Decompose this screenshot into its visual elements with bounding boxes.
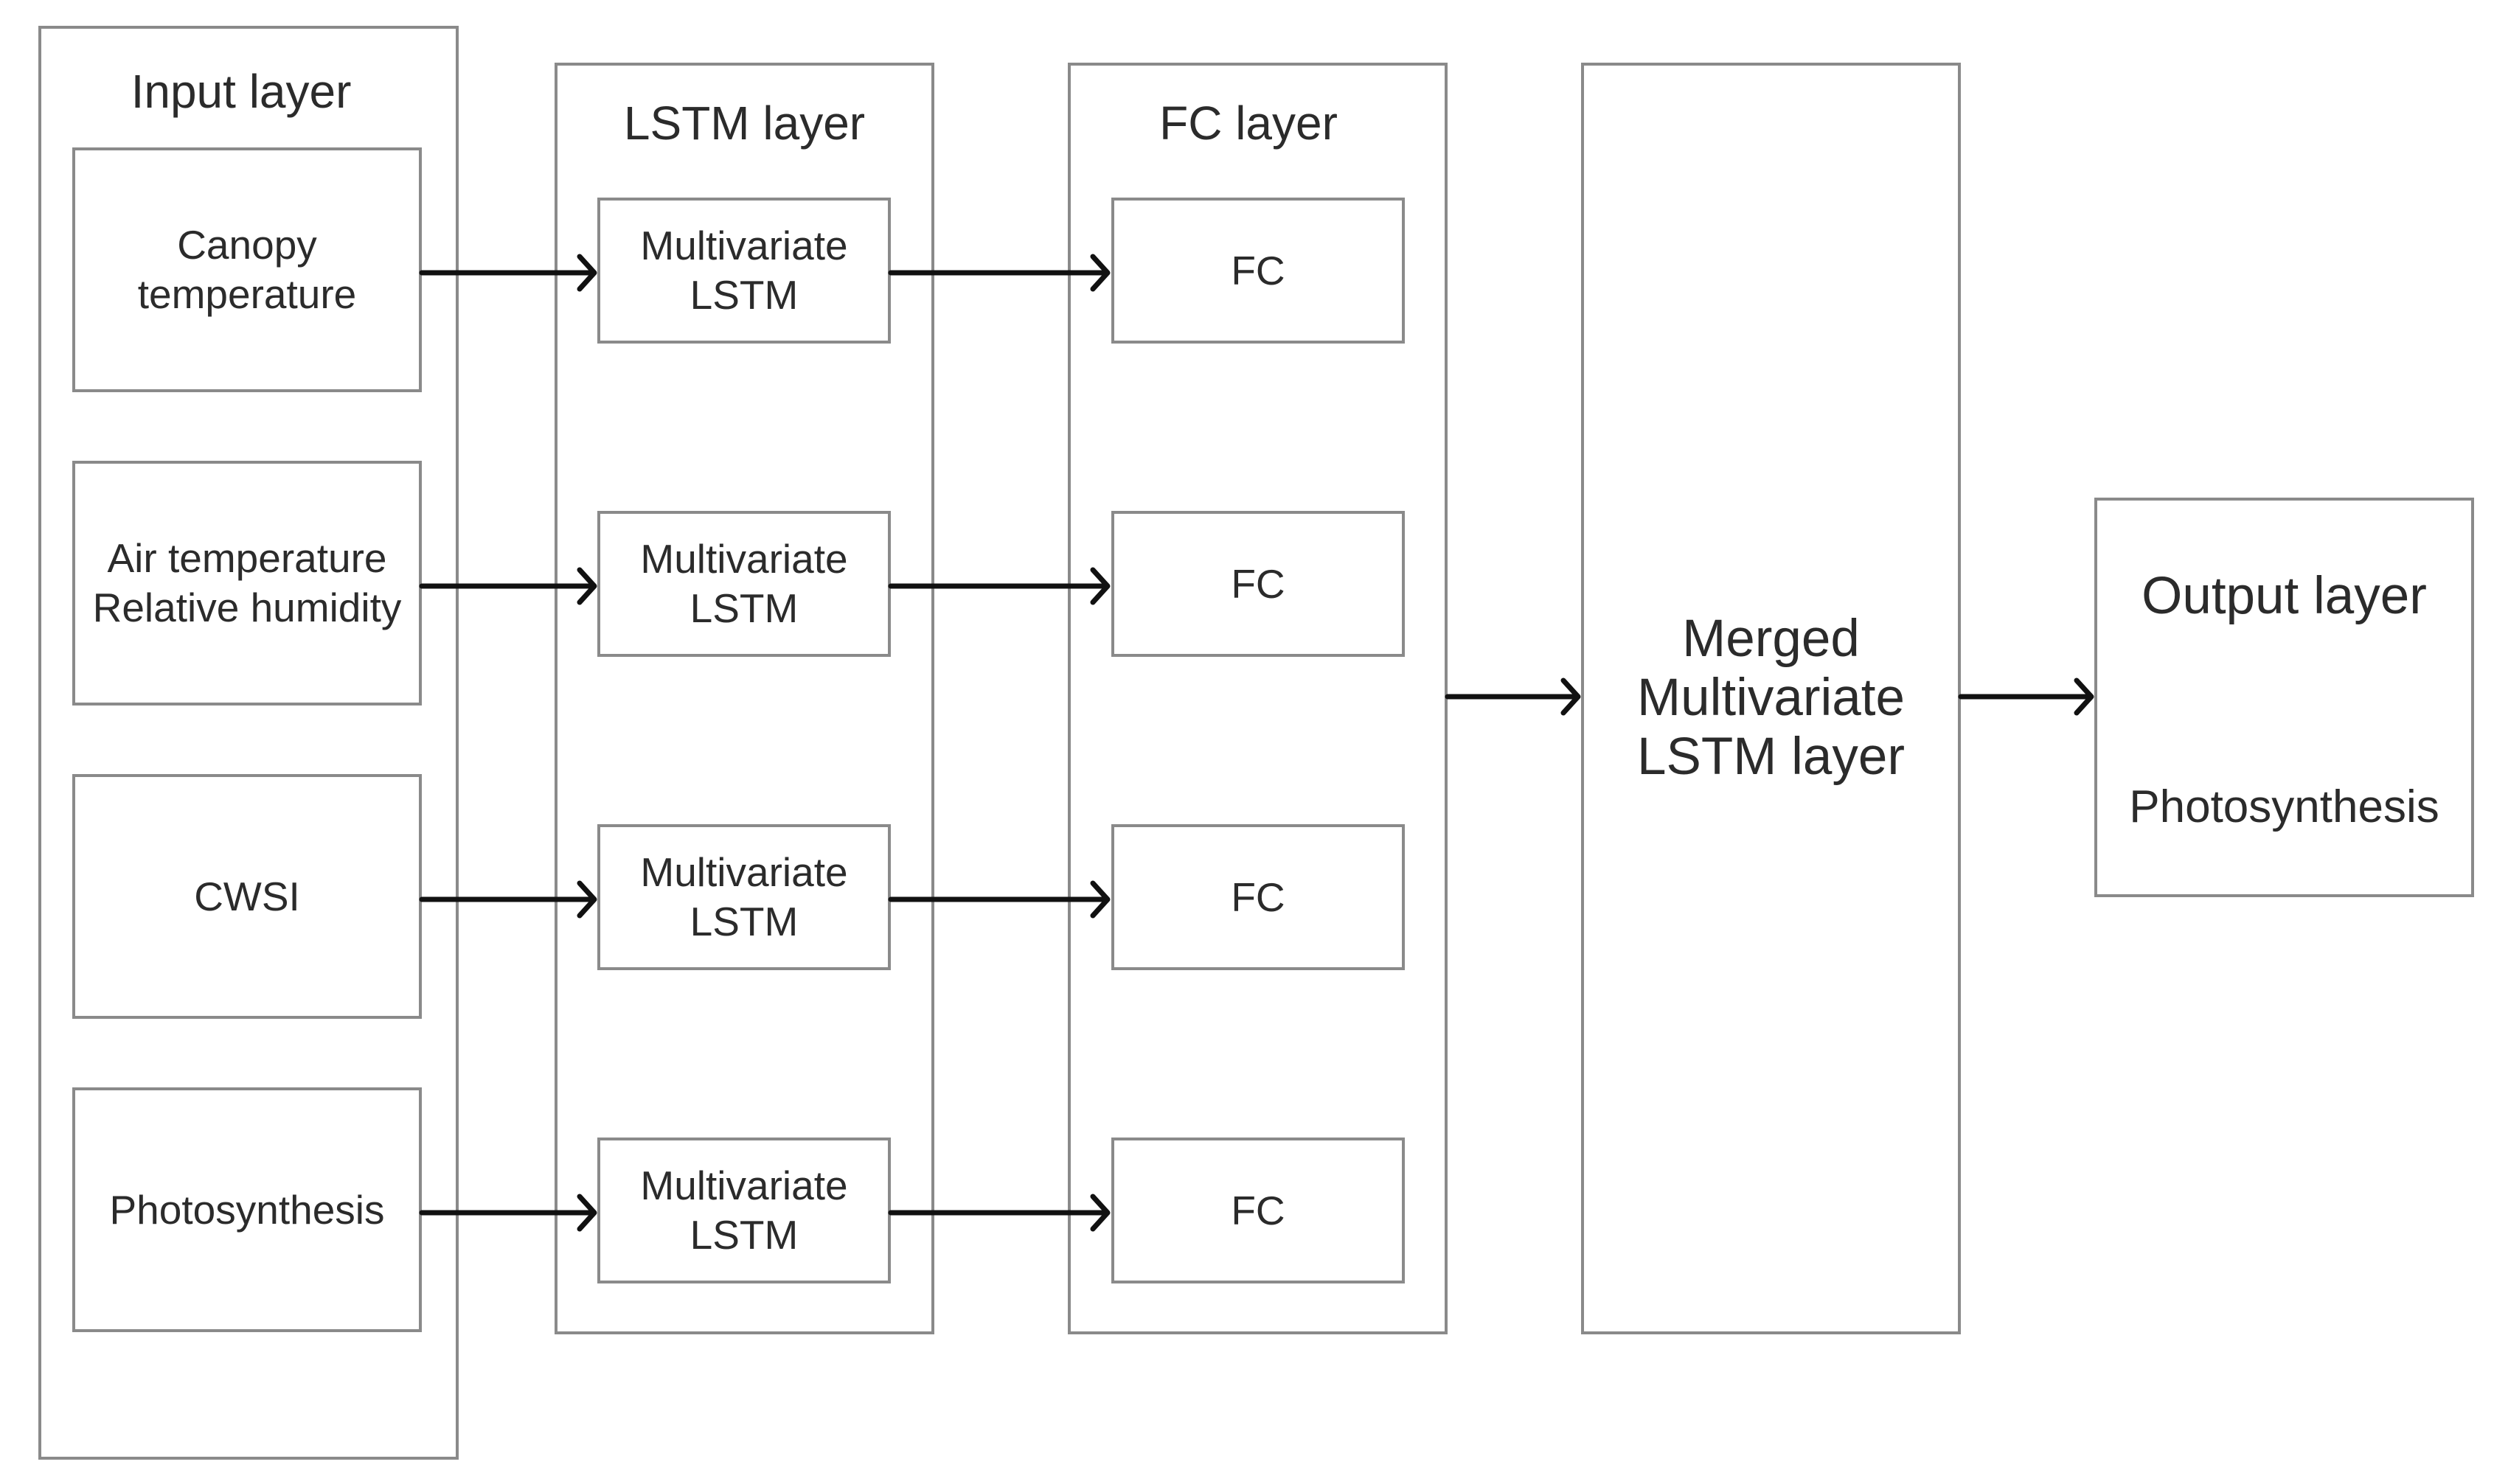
output-layer-value: Photosynthesis (2129, 781, 2439, 832)
input-node-label: Canopy temperature (137, 222, 357, 317)
fc-layer-title: FC layer (1159, 97, 1338, 150)
lstm-node-label: Multivariate LSTM (640, 223, 848, 318)
input-node-label: Air temperature Relative humidity (92, 535, 402, 630)
input-node-cwsi: CWSI (72, 774, 422, 1019)
input-node-air-temperature-humidity: Air temperature Relative humidity (72, 461, 422, 706)
merged-lstm-layer-label: Merged Multivariate LSTM layer (1636, 610, 1905, 786)
input-node-canopy-temperature: Canopy temperature (72, 147, 422, 392)
arrow-merged-to-output (1958, 677, 2094, 716)
merged-lstm-layer-panel: Merged Multivariate LSTM layer (1581, 63, 1961, 1334)
lstm-node-2: Multivariate LSTM (597, 511, 891, 657)
arrow-fc-to-merged (1445, 677, 1581, 716)
input-layer-title: Input layer (131, 65, 352, 118)
input-node-label: Photosynthesis (109, 1186, 385, 1233)
fc-node-label: FC (1231, 247, 1285, 293)
fc-node-4: FC (1111, 1138, 1405, 1283)
fc-node-2: FC (1111, 511, 1405, 657)
lstm-node-4: Multivariate LSTM (597, 1138, 891, 1283)
output-layer-title: Output layer (2142, 567, 2427, 625)
fc-node-3: FC (1111, 824, 1405, 970)
output-layer-panel: Output layer Photosynthesis (2094, 498, 2474, 897)
lstm-layer-title: LSTM layer (623, 97, 866, 150)
lstm-node-3: Multivariate LSTM (597, 824, 891, 970)
lstm-node-1: Multivariate LSTM (597, 198, 891, 344)
fc-node-label: FC (1231, 874, 1285, 920)
fc-node-1: FC (1111, 198, 1405, 344)
fc-node-label: FC (1231, 560, 1285, 607)
fc-node-label: FC (1231, 1187, 1285, 1233)
lstm-node-label: Multivariate LSTM (640, 536, 848, 631)
lstm-node-label: Multivariate LSTM (640, 849, 848, 944)
lstm-node-label: Multivariate LSTM (640, 1163, 848, 1258)
input-node-photosynthesis: Photosynthesis (72, 1087, 422, 1332)
input-node-label: CWSI (194, 873, 300, 919)
